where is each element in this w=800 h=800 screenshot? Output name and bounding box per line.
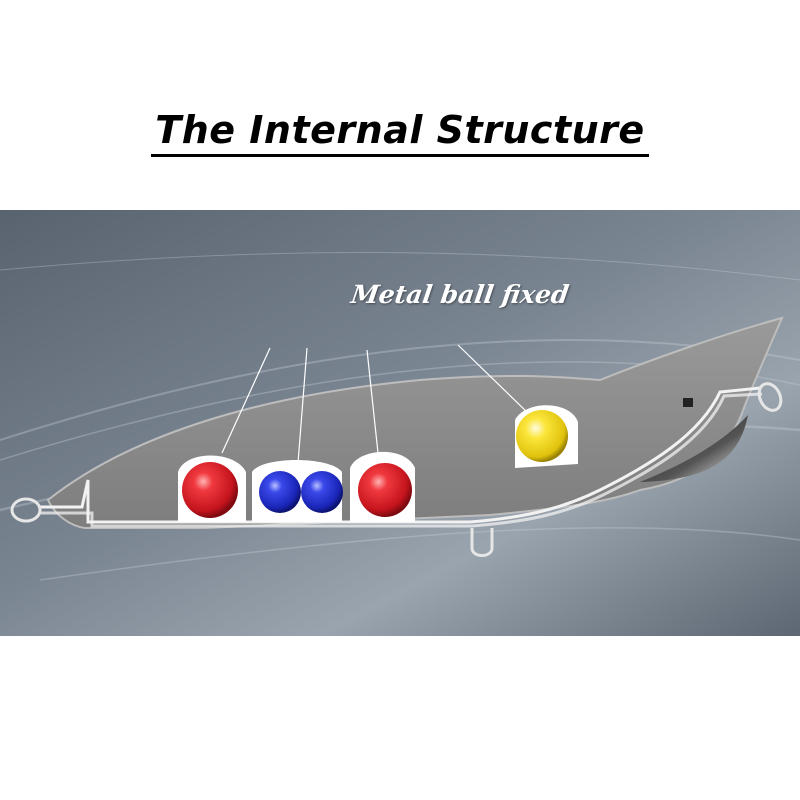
tail-cutout [640, 415, 748, 482]
eyelets [10, 382, 783, 557]
lure-illustration [0, 210, 800, 636]
belly-eyelet [470, 528, 494, 557]
yellow-ball [516, 410, 568, 462]
rear-eyelet [757, 382, 783, 412]
blue-ball-2 [301, 471, 343, 513]
page-title: The Internal Structure [0, 108, 800, 157]
wire-frame [40, 386, 763, 528]
callout-lines [221, 344, 531, 464]
lure-diagram: Metal ball fixed [0, 210, 800, 636]
red-ball-2 [358, 463, 412, 517]
pin-hole [683, 398, 693, 407]
red-ball-1 [182, 462, 238, 518]
metal-ball-callout: Metal ball fixed [349, 280, 571, 309]
blue-ball-1 [259, 471, 301, 513]
front-eyelet [10, 497, 42, 523]
